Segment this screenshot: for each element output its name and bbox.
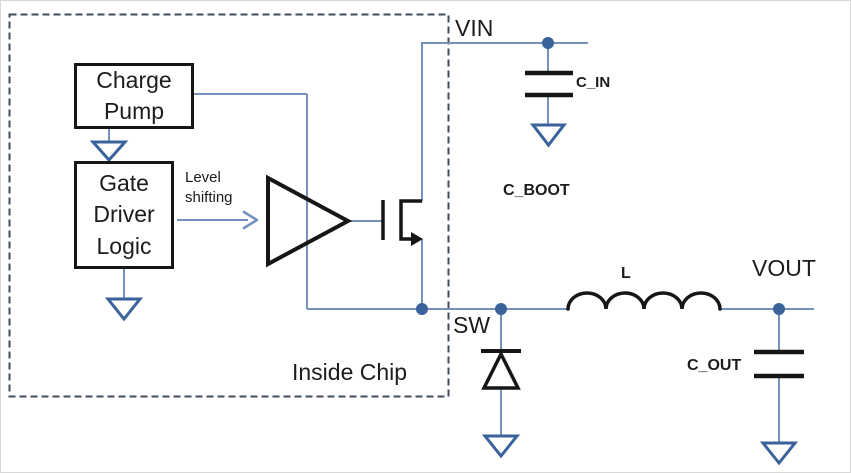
diode-icon <box>481 349 521 390</box>
nmos-transistor-icon <box>381 199 423 246</box>
vin-net-label: VIN <box>455 15 494 41</box>
capacitor-cout-icon <box>754 349 804 379</box>
wires <box>108 42 814 443</box>
capacitor-cin-icon <box>525 70 573 98</box>
gate-driver-logic-label: Gate Driver Logic <box>93 170 155 259</box>
vout-net-label: VOUT <box>752 255 816 281</box>
buffer-amplifier-icon <box>266 174 353 268</box>
ground-icon <box>481 434 521 459</box>
gate-driver-logic-block: Gate Driver Logic <box>74 161 174 269</box>
charge-pump-label: Charge Pump <box>96 66 172 124</box>
cin-component-label: C_IN <box>576 74 611 91</box>
inductor-component-label: L <box>621 265 631 282</box>
sw-net-label: SW <box>453 312 491 338</box>
cboot-component-label: C_BOOT <box>503 182 570 199</box>
ground-icon <box>529 123 568 148</box>
ground-icon <box>104 297 144 322</box>
cout-component-label: C_OUT <box>687 357 742 374</box>
junction-dots <box>416 37 785 315</box>
level-shifting-label: Level shifting <box>185 169 233 206</box>
down-arrow-icon <box>89 140 129 163</box>
level-shift-arrow-icon <box>177 210 259 230</box>
chip-boundary-box <box>8 13 450 398</box>
inside-chip-label: Inside Chip <box>292 359 408 385</box>
charge-pump-block: Charge Pump <box>74 63 194 129</box>
ground-icon <box>759 441 799 466</box>
inductor-icon <box>566 291 722 311</box>
